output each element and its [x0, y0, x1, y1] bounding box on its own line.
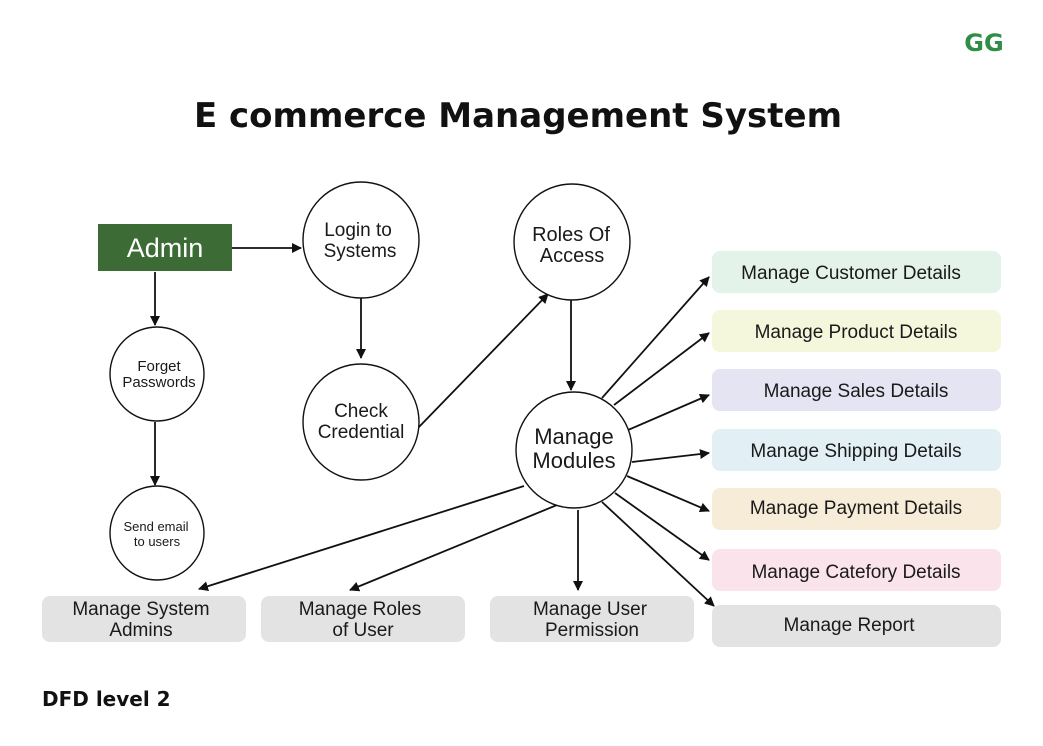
login-label-line1: Login to [324, 220, 392, 241]
module-sales-label: Manage Sales Details [764, 381, 949, 402]
arrow-to-payment [626, 475, 710, 513]
diagram-title: E commerce Management System [194, 96, 842, 136]
arrow-to-product [613, 332, 710, 406]
flow-arrows [150, 243, 715, 607]
check-label-line1: Check [334, 401, 388, 422]
arrow-to-sales [627, 393, 710, 431]
arrow-to-system-admins [198, 485, 525, 592]
check-label-line2: Credential [318, 422, 405, 443]
arrow-to-shipping [631, 449, 710, 463]
module-customer: Manage Customer Details [712, 251, 1001, 293]
module-payment-label: Manage Payment Details [750, 498, 962, 519]
modules-label-line1: Manage [534, 424, 614, 449]
roles-user-label-line1: Manage Roles [299, 599, 422, 620]
module-payment: Manage Payment Details [712, 488, 1001, 530]
module-shipping-label: Manage Shipping Details [750, 441, 961, 462]
roles-access-label-line1: Roles Of [532, 224, 610, 246]
module-product: Manage Product Details [712, 310, 1001, 352]
module-category-label: Manage Catefory Details [751, 562, 960, 583]
modules-label-line2: Modules [532, 448, 615, 473]
send-email-label-line2: to users [134, 534, 181, 549]
arrow-to-report [601, 501, 715, 607]
module-system-admins: Manage System Admins [42, 596, 246, 642]
process-forget-passwords: Forget Passwords [109, 326, 205, 422]
brand-logo: GG [964, 29, 1003, 57]
send-email-label-line1: Send email [123, 519, 188, 534]
module-report: Manage Report [712, 605, 1001, 647]
arrow-to-roles-user [349, 504, 558, 592]
module-user-permission: Manage User Permission [490, 596, 694, 642]
forget-label-line1: Forget [137, 358, 181, 375]
system-admins-label-line2: Admins [109, 620, 172, 641]
process-send-email: Send email to users [109, 485, 205, 581]
process-roles-access: Roles Of Access [513, 183, 631, 301]
user-permission-label-line2: Permission [545, 620, 639, 641]
module-roles-user: Manage Roles of User [261, 596, 465, 642]
forget-label-line2: Passwords [122, 374, 195, 391]
system-admins-label-line1: Manage System [72, 599, 209, 620]
admin-label: Admin [127, 233, 204, 263]
login-label-line2: Systems [324, 241, 397, 262]
process-manage-modules: Manage Modules [515, 391, 633, 509]
module-customer-label: Manage Customer Details [741, 263, 961, 284]
module-report-label: Manage Report [784, 615, 916, 636]
arrow-check-to-roles [417, 293, 549, 429]
arrow-to-customer [601, 276, 710, 399]
module-category: Manage Catefory Details [712, 549, 1001, 591]
module-product-label: Manage Product Details [755, 322, 958, 343]
dfd-level-label: DFD level 2 [42, 687, 171, 711]
arrow-to-category [614, 492, 710, 561]
process-check-credential: Check Credential [302, 363, 420, 481]
roles-user-label-line2: of User [332, 620, 394, 641]
user-permission-label-line1: Manage User [533, 599, 648, 620]
process-login: Login to Systems [302, 181, 420, 299]
roles-access-label-line2: Access [540, 245, 604, 267]
admin-entity: Admin [98, 224, 232, 271]
module-shipping: Manage Shipping Details [712, 429, 1001, 471]
module-sales: Manage Sales Details [712, 369, 1001, 411]
